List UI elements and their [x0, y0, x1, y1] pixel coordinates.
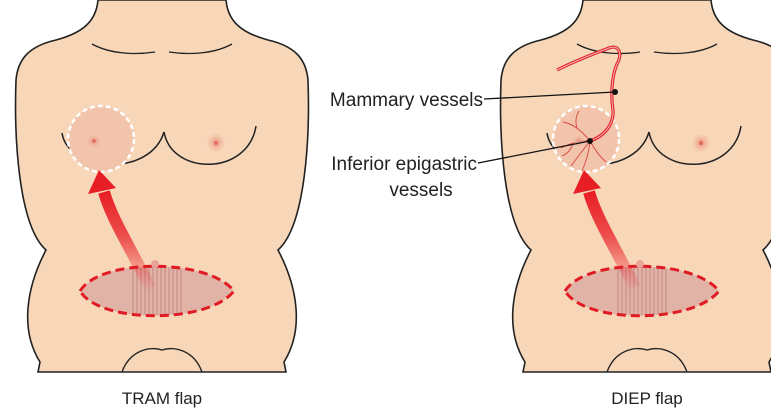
- diep-figure: DIEP flap: [501, 0, 771, 408]
- dashed-circle-icon: [553, 106, 619, 172]
- tram-caption: TRAM flap: [122, 389, 202, 408]
- diep-caption: DIEP flap: [611, 389, 683, 408]
- tram-figure: TRAM flap: [16, 0, 309, 408]
- inferior-epigastric-label-line2: vessels: [389, 180, 452, 201]
- dashed-circle-icon: [68, 106, 134, 172]
- mammary-vessels-label: Mammary vessels: [330, 90, 483, 111]
- inferior-epigastric-label: Inferior epigastric: [331, 154, 477, 175]
